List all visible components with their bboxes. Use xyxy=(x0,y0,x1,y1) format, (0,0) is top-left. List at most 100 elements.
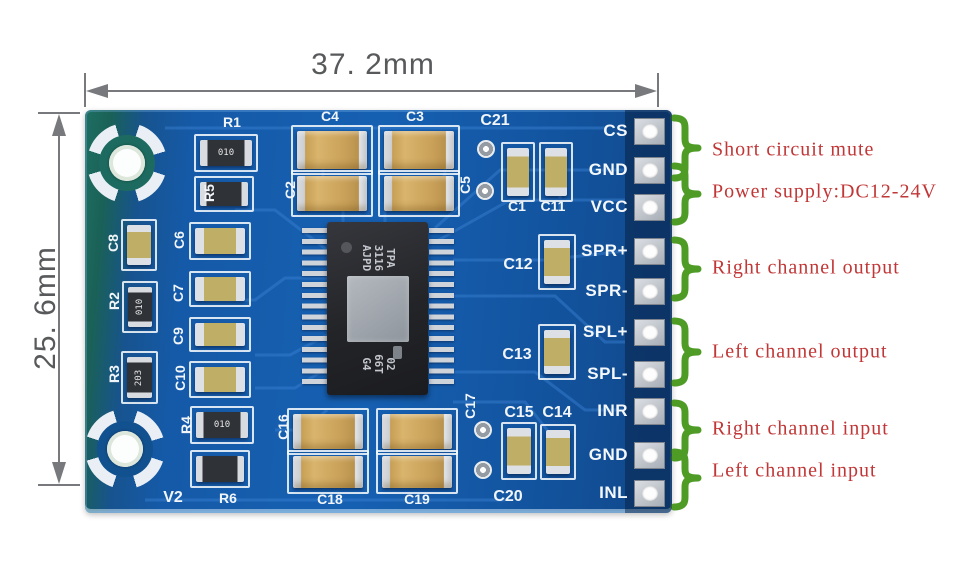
capacitor-c13 xyxy=(538,324,576,380)
pin-label-sprm: SPR- xyxy=(585,281,628,300)
pad-splp xyxy=(634,319,665,346)
annotation-braces xyxy=(670,114,702,511)
silkscreen-label-r6: R6 xyxy=(219,490,237,506)
silkscreen-label-c1: C1 xyxy=(508,198,526,214)
ic-pins-left xyxy=(302,228,327,390)
capacitor-c8 xyxy=(121,219,157,271)
silkscreen-label-r4: R4 xyxy=(178,416,194,434)
capacitor-c2 xyxy=(291,170,373,217)
ic-marking-line: 02 xyxy=(383,357,397,371)
ic-marking-line: 3116 xyxy=(371,244,385,272)
silkscreen-label-c3: C3 xyxy=(406,108,424,124)
silkscreen-label-c12: C12 xyxy=(503,256,533,273)
pin-label-cs: CS xyxy=(603,121,628,140)
annotation-left-channel-input: Left channel input xyxy=(712,459,877,482)
mounting-hole xyxy=(87,123,167,203)
capacitor-c11 xyxy=(539,142,573,202)
height-dimension-line xyxy=(38,112,80,486)
width-dimension-line xyxy=(84,73,659,107)
capacitor-c7 xyxy=(189,271,251,307)
pad-gnd2 xyxy=(634,442,665,469)
pad-hole xyxy=(641,367,658,382)
silkscreen-label-r3: R3 xyxy=(106,365,122,383)
resistor-marking: 010 xyxy=(217,148,235,158)
pin-label-splm: SPL- xyxy=(587,364,628,383)
resistor-r6 xyxy=(190,450,250,488)
ic-tpa3116: TPA 3116 AJPD 02 66T G4 xyxy=(327,222,428,395)
silkscreen-label-c19: C19 xyxy=(404,491,430,507)
resistor-r4: 010 xyxy=(190,406,254,444)
capacitor-c10 xyxy=(189,361,251,398)
ic-marking-line: 66T xyxy=(371,354,385,374)
capacitor-c18 xyxy=(287,450,369,494)
annotation-right-channel-input: Right channel input xyxy=(712,417,889,440)
curly-brace xyxy=(670,317,702,387)
silkscreen-label-c16: C16 xyxy=(275,414,291,440)
capacitor-c5 xyxy=(378,170,460,217)
mounting-hole-ring xyxy=(85,409,165,489)
silkscreen-label-c15: C15 xyxy=(504,404,534,421)
mounting-hole xyxy=(85,409,165,489)
pad-inl xyxy=(634,480,665,507)
silkscreen-label-c2: C2 xyxy=(282,181,298,199)
resistor-marking: 010 xyxy=(134,298,145,316)
curly-brace xyxy=(670,162,702,226)
pad-hole xyxy=(641,163,658,178)
via xyxy=(474,421,492,439)
silkscreen-label-c10: C10 xyxy=(172,365,188,391)
silkscreen-label-r1: R1 xyxy=(223,114,241,130)
ic-pins-right xyxy=(429,228,454,390)
mounting-hole-bore xyxy=(109,145,145,181)
via xyxy=(476,182,494,200)
resistor-r3: 203 xyxy=(121,351,158,404)
capacitor-c19 xyxy=(376,450,458,494)
silkscreen-label-c9: C9 xyxy=(170,327,186,345)
capacitor-c15 xyxy=(501,422,537,480)
silkscreen-label-c6: C6 xyxy=(171,231,187,249)
silkscreen-label-r5: R5 xyxy=(201,184,217,202)
width-dimension-label: 37. 2mm xyxy=(311,48,435,81)
resistor-r5 xyxy=(194,176,254,212)
silkscreen-label-r2: R2 xyxy=(106,292,122,310)
ic-marking-line: TPA xyxy=(383,248,397,268)
resistor-marking: 203 xyxy=(134,369,145,386)
capacitor-c14 xyxy=(540,424,576,480)
capacitor-c4 xyxy=(291,125,373,175)
pad-hole xyxy=(641,244,658,259)
silkscreen-label-c5: C5 xyxy=(457,176,473,194)
silkscreen-label-c11: C11 xyxy=(540,198,566,214)
pad-splm xyxy=(634,361,665,388)
silkscreen-label-c18: C18 xyxy=(317,491,343,507)
pad-inr xyxy=(634,398,665,425)
annotation-power-supply: Power supply:DC12-24V xyxy=(712,180,937,203)
pad-hole xyxy=(641,486,658,501)
pad-hole xyxy=(641,284,658,299)
silkscreen-label-c4: C4 xyxy=(321,108,339,124)
pin-label-vcc: VCC xyxy=(590,197,628,216)
pin-label-splp: SPL+ xyxy=(583,322,628,341)
pad-vcc xyxy=(634,194,665,221)
pad-hole xyxy=(641,124,658,139)
pin-label-sprp: SPR+ xyxy=(581,241,628,260)
pad-hole xyxy=(641,325,658,340)
pad-hole xyxy=(641,448,658,463)
capacitor-c16 xyxy=(287,408,369,455)
capacitor-c9 xyxy=(189,317,251,352)
height-dimension-label: 25. 6mm xyxy=(29,246,62,370)
via xyxy=(474,461,492,479)
pad-sprm xyxy=(634,278,665,305)
annotation-short-circuit-mute: Short circuit mute xyxy=(712,138,875,161)
capacitor-c12 xyxy=(538,234,576,290)
ic-thermal-pad xyxy=(347,276,409,342)
silkscreen-label-v2: V2 xyxy=(163,489,183,506)
pin1-dot xyxy=(341,242,352,253)
silkscreen-label-c17: C17 xyxy=(462,393,478,419)
pad-sprp xyxy=(634,238,665,265)
ti-logo-icon xyxy=(393,346,402,359)
capacitor-c6 xyxy=(189,222,251,260)
resistor-r1: 010 xyxy=(194,134,258,172)
capacitor-c1 xyxy=(501,142,535,202)
pad-cs xyxy=(634,118,665,145)
pad-gnd xyxy=(634,157,665,184)
